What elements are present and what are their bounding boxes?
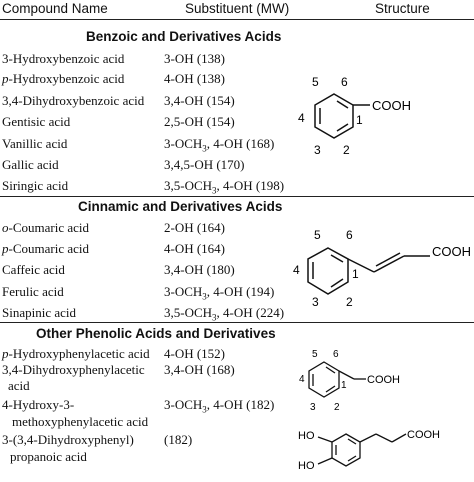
benzoic-cooh-label: COOH xyxy=(372,98,411,113)
benzoic-acid-structure: COOH 5 6 1 2 3 4 xyxy=(298,75,411,157)
header-compound-name: Compound Name xyxy=(2,1,108,16)
position-label: 3 xyxy=(314,143,321,157)
row-name: p-Coumaric acid xyxy=(2,241,89,256)
row-substituent: 3,4-OH (168) xyxy=(164,362,235,377)
row-substituent: 2,5-OH (154) xyxy=(164,114,235,129)
position-label: 2 xyxy=(343,143,350,157)
row-name: 3-Hydroxybenzoic acid xyxy=(2,51,125,66)
cinnamic-acid-structure: COOH 5 6 1 2 3 4 xyxy=(293,228,471,309)
row-substituent: 4-OH (138) xyxy=(164,71,226,86)
row-name: 3-(3,4-Dihydroxyphenyl) xyxy=(2,432,134,447)
row-name: Gallic acid xyxy=(2,157,59,172)
position-label: 6 xyxy=(341,75,348,89)
header-rule xyxy=(0,19,474,20)
section-title-benzoic: Benzoic and Derivatives Acids xyxy=(86,29,282,44)
row-name: 3,4-Dihydroxybenzoic acid xyxy=(2,93,145,108)
row-substituent: 3,5-OCH3, 4-OH (224) xyxy=(164,305,285,323)
position-label: 2 xyxy=(346,295,353,309)
row-substituent: 4-OH (152) xyxy=(164,346,226,361)
position-label: 2 xyxy=(334,402,340,413)
row-substituent: 4-OH (164) xyxy=(164,241,226,256)
position-label: 6 xyxy=(346,228,353,242)
row-substituent: 3-OH (138) xyxy=(164,51,226,66)
row-name: Siringic acid xyxy=(2,178,69,193)
row-name: 4-Hydroxy-3- xyxy=(2,397,75,412)
position-label: 3 xyxy=(312,295,319,309)
position-label: 1 xyxy=(352,267,359,281)
row-name-continuation: methoxyphenylacetic acid xyxy=(12,414,149,429)
hydroxyl-label: HO xyxy=(298,430,315,442)
propanoic-acid-structure: COOH HO HO xyxy=(298,429,440,472)
row-substituent: 3-OCH3, 4-OH (182) xyxy=(164,397,275,415)
hydroxyl-label: HO xyxy=(298,460,315,472)
row-substituent: 3-OCH3, 4-OH (194) xyxy=(164,284,275,302)
position-label: 5 xyxy=(314,228,321,242)
row-substituent: 3,4-OH (154) xyxy=(164,93,235,108)
row-substituent: 3,4-OH (180) xyxy=(164,262,235,277)
row-substituent: 3,5-OCH3, 4-OH (198) xyxy=(164,178,285,196)
section-rule xyxy=(0,322,474,323)
row-name-continuation: acid xyxy=(8,378,30,393)
section-rule xyxy=(0,196,474,197)
row-substituent: 3-OCH3, 4-OH (168) xyxy=(164,136,275,154)
position-label: 1 xyxy=(356,113,363,127)
propanoic-cooh-label: COOH xyxy=(407,429,440,441)
row-name: 3,4-Dihydroxyphenylacetic xyxy=(2,362,145,377)
header-substituent: Substituent (MW) xyxy=(185,1,290,16)
position-label: 5 xyxy=(312,349,318,360)
cinnamic-cooh-label: COOH xyxy=(432,244,471,259)
row-name: Vanillic acid xyxy=(2,136,68,151)
row-name: Gentisic acid xyxy=(2,114,71,129)
row-name: Sinapinic acid xyxy=(2,305,77,320)
row-substituent: (182) xyxy=(164,432,193,447)
row-name: p-Hydroxyphenylacetic acid xyxy=(2,346,150,361)
section-title-cinnamic: Cinnamic and Derivatives Acids xyxy=(78,199,283,214)
row-name: p-Hydroxybenzoic acid xyxy=(2,71,125,86)
position-label: 4 xyxy=(298,111,305,125)
row-substituent: 3,4,5-OH (170) xyxy=(164,157,245,172)
row-name: o-Coumaric acid xyxy=(2,220,89,235)
row-name-continuation: propanoic acid xyxy=(10,449,87,464)
row-name: Caffeic acid xyxy=(2,262,65,277)
row-substituent: 2-OH (164) xyxy=(164,220,226,235)
row-name: Ferulic acid xyxy=(2,284,64,299)
position-label: 4 xyxy=(299,374,305,385)
header-structure: Structure xyxy=(375,1,430,16)
position-label: 4 xyxy=(293,263,300,277)
phenylacetic-cooh-label: COOH xyxy=(367,374,400,386)
position-label: 6 xyxy=(333,349,339,360)
position-label: 3 xyxy=(310,402,316,413)
position-label: 1 xyxy=(341,380,347,391)
section-title-other: Other Phenolic Acids and Derivatives xyxy=(36,326,276,341)
phenylacetic-acid-structure: COOH 5 6 1 2 3 4 xyxy=(299,349,400,413)
position-label: 5 xyxy=(312,75,319,89)
